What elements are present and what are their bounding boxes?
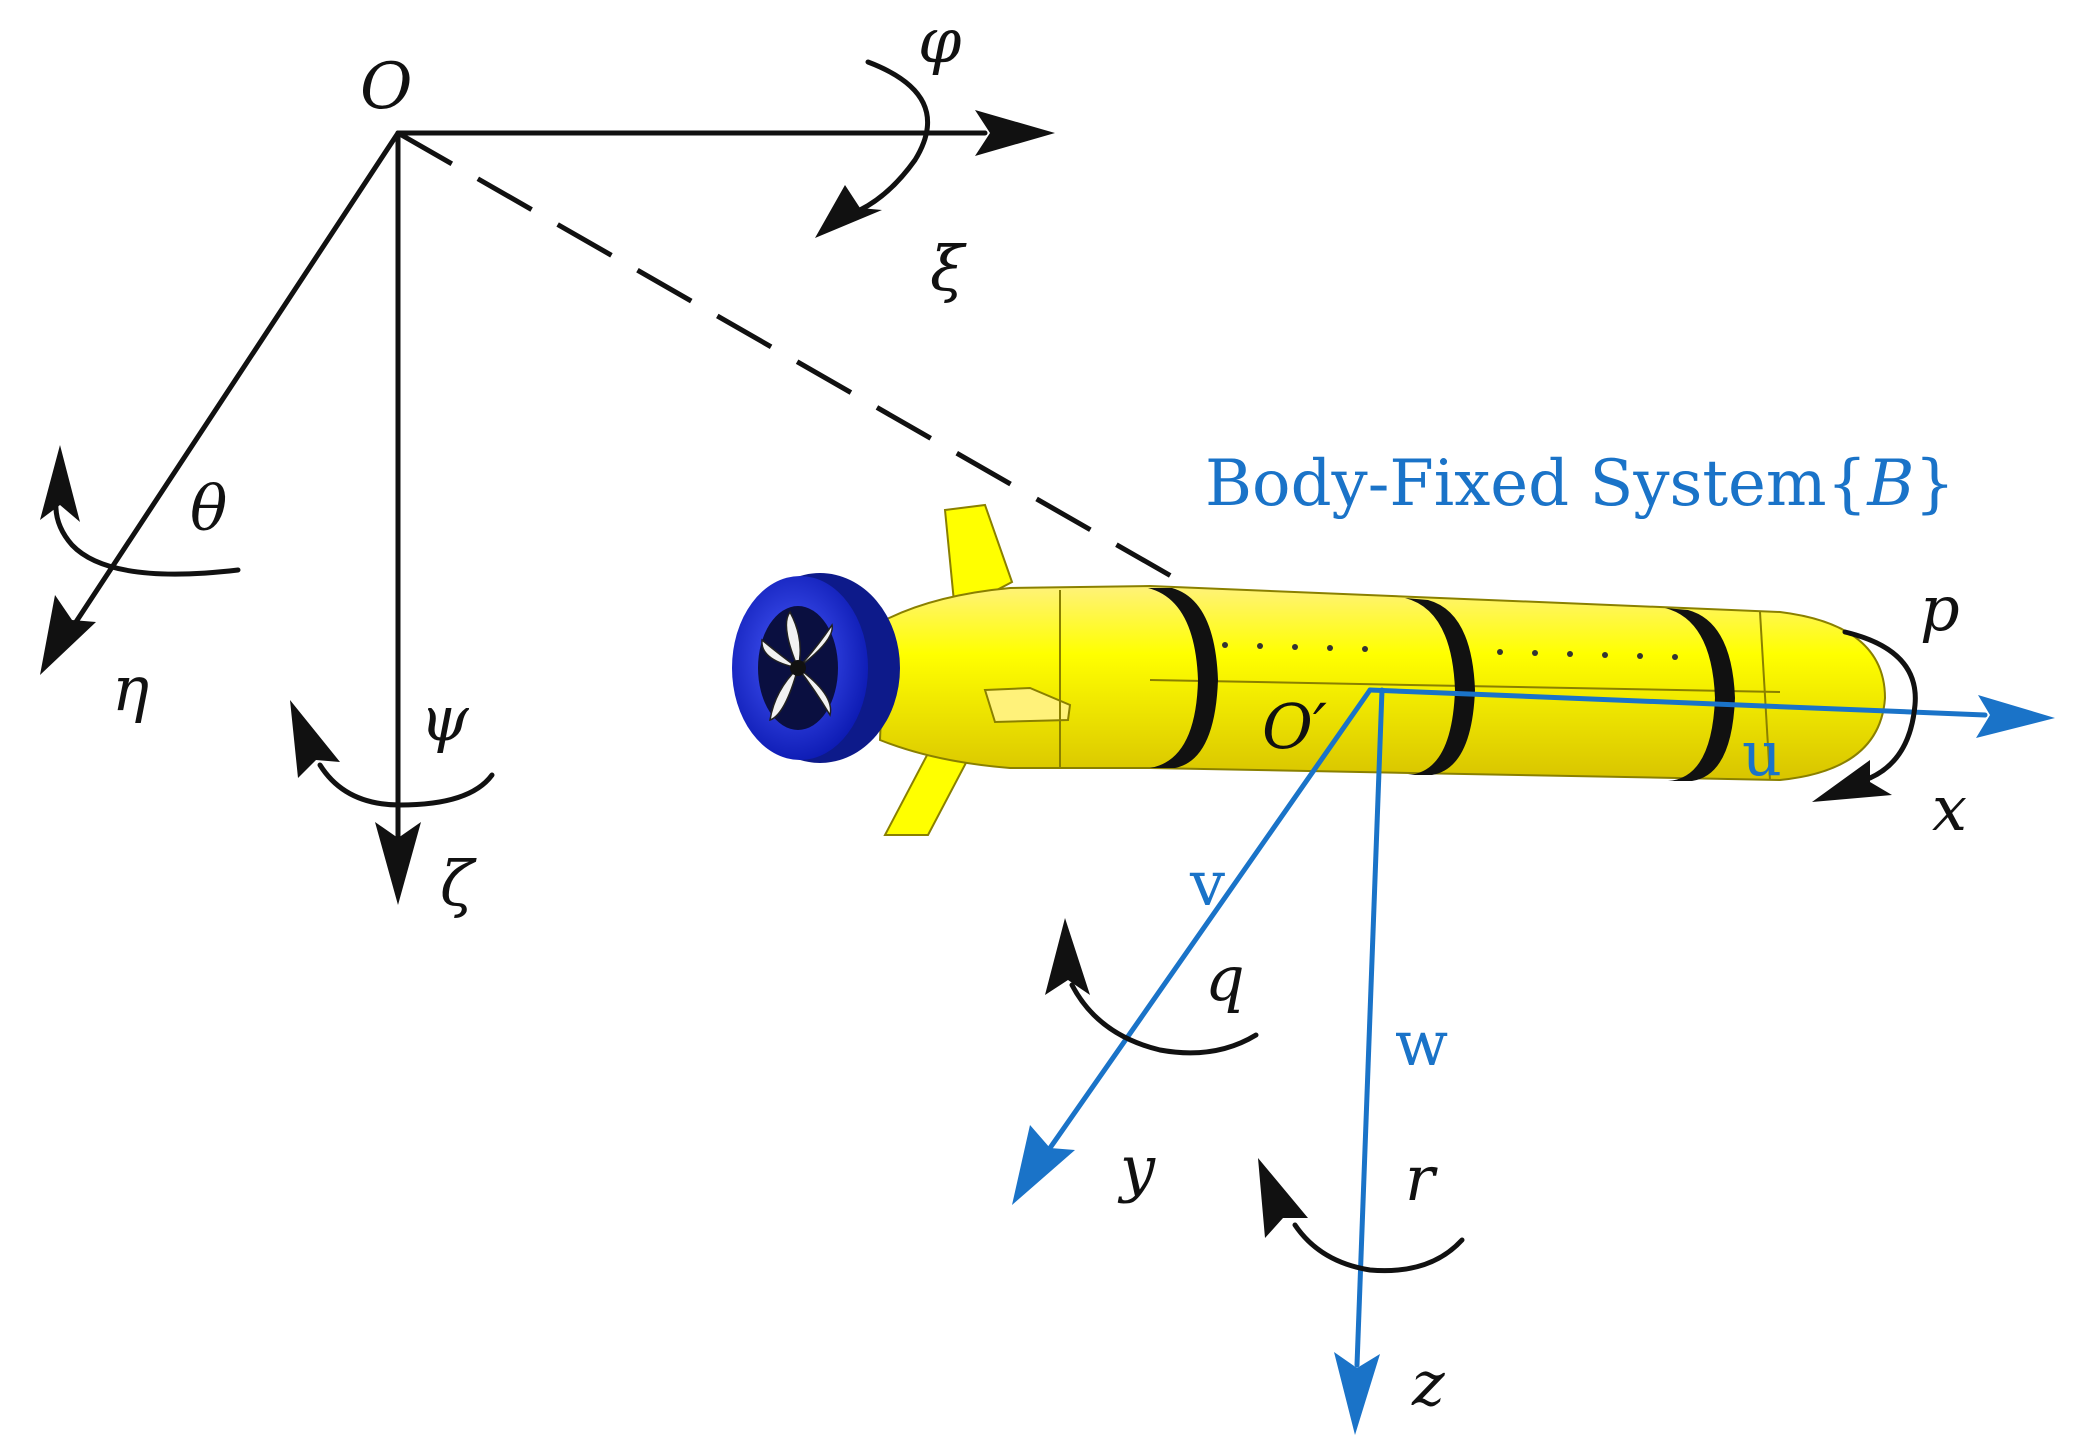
r-label: r: [1405, 1142, 1438, 1215]
auv-rivet-row: [1222, 642, 1678, 660]
auv-vehicle: [732, 503, 1887, 836]
phi-rotation-arc: [857, 59, 931, 213]
auv-propeller-hub: [790, 660, 806, 676]
w-label: w: [1395, 1007, 1448, 1080]
inertial-frame: O φ ξ θ η ψ ζ: [40, 4, 1372, 920]
title-main: Body-Fixed System: [1205, 447, 1827, 521]
inertial-origin-label: O: [360, 50, 412, 124]
body-origin-label: O′: [1262, 690, 1327, 763]
auv-top-fin: [943, 503, 1014, 614]
zeta-axis-arrowhead: [375, 822, 421, 905]
auv-hull: [878, 584, 1887, 782]
z-axis-arrowhead: [1334, 1352, 1380, 1435]
x-label: x: [1932, 772, 1967, 845]
auv-band-2: [1405, 598, 1475, 775]
r-rotation-arrowhead: [1258, 1158, 1308, 1238]
r-rotation-arc: [1292, 1222, 1465, 1274]
psi-label: ψ: [420, 682, 470, 755]
q-label: q: [1205, 942, 1245, 1015]
eta-label: η: [112, 652, 149, 725]
body-fixed-frame: Body-Fixed System{B} O′ p u x v q w y r …: [1012, 447, 2055, 1435]
phi-rotation-arrowhead: [815, 185, 882, 238]
x-axis-arrowhead: [1976, 695, 2055, 738]
p-rotation-arrowhead: [1812, 760, 1892, 802]
title-brace-close: }: [1914, 447, 1955, 521]
zeta-label: ζ: [440, 847, 477, 920]
q-rotation-arrowhead: [1045, 918, 1090, 995]
z-axis-line: [1354, 687, 1385, 1368]
p-rotation-arc: [1842, 629, 1918, 781]
p-label: p: [1920, 572, 1960, 645]
q-rotation-arc: [1069, 982, 1259, 1056]
auv-band-1: [1148, 588, 1218, 768]
theta-rotation-arc: [53, 487, 241, 577]
auv-propeller-icon: [761, 610, 833, 722]
y-axis-arrowhead: [1012, 1125, 1075, 1205]
y-label: y: [1117, 1132, 1156, 1205]
v-label: v: [1189, 847, 1225, 920]
psi-rotation-arrowhead: [290, 700, 340, 778]
eta-axis-arrowhead: [40, 595, 96, 675]
theta-rotation-arrowhead: [40, 445, 80, 522]
xi-label: ξ: [930, 232, 967, 305]
auv-side-fin: [983, 686, 1072, 724]
auv-nose-seam: [1759, 611, 1771, 781]
auv-band-3: [1665, 608, 1735, 781]
u-label: u: [1742, 717, 1782, 790]
xi-axis-arrowhead: [975, 110, 1055, 156]
y-axis-line: [1047, 687, 1373, 1151]
x-axis-line: [1367, 687, 1988, 718]
body-fixed-system-title: Body-Fixed System{B}: [1205, 447, 1955, 521]
z-label: z: [1411, 1347, 1445, 1420]
phi-label: φ: [918, 4, 962, 77]
title-symbol: B: [1866, 447, 1914, 521]
title-brace-open: {: [1827, 447, 1868, 521]
psi-rotation-arc: [317, 762, 495, 808]
eta-axis-line: [69, 130, 401, 631]
theta-label: θ: [190, 472, 227, 545]
